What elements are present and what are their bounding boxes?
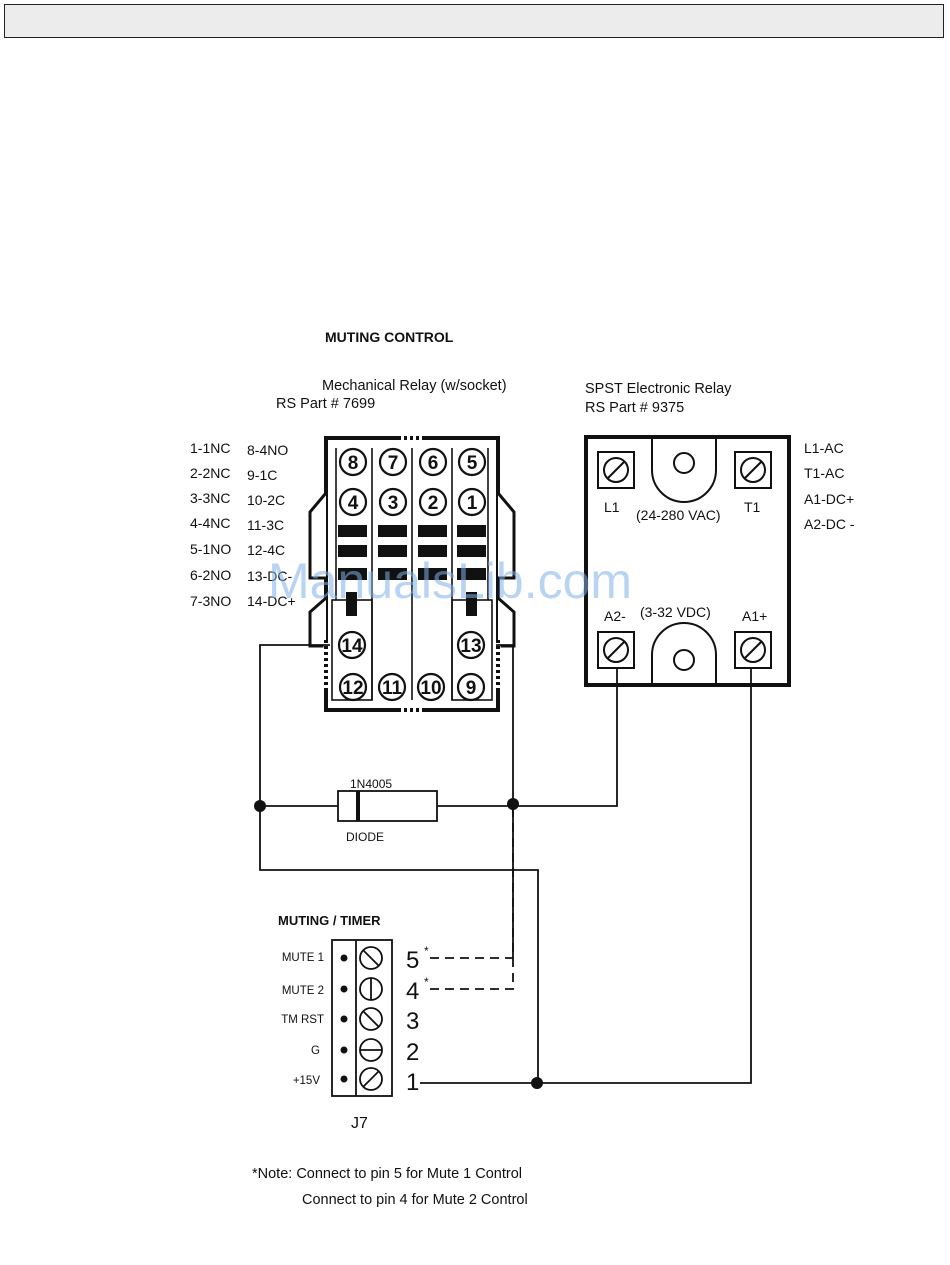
relay-pin-label: 4: [348, 493, 359, 514]
relay-pin-label: 5: [467, 453, 478, 474]
relay-pin-label: 12: [342, 678, 363, 699]
relay-pin-label: 7: [388, 453, 399, 474]
ssr-l1-label: L1: [604, 499, 620, 515]
relay-pin-label: 14: [341, 636, 363, 657]
ssr-legend: L1-AC T1-AC A1-DC+ A2-DC -: [804, 440, 855, 532]
j7-numbers: 5 4 3 2 1: [406, 947, 419, 1096]
ssr-legend-item: A2-DC -: [804, 516, 855, 532]
note-line-2: Connect to pin 4 for Mute 2 Control: [302, 1192, 528, 1208]
ssr-ac-range: (24-280 VAC): [636, 507, 721, 523]
relay-pin-label: 2: [428, 493, 439, 514]
j7-terminal-block: [331, 939, 393, 1097]
mechanical-relay-socket: [308, 435, 516, 713]
legend-item: 12-4C: [247, 542, 285, 558]
legend-item: 10-2C: [247, 492, 285, 508]
j7-star: *: [424, 975, 429, 989]
ssr-legend-item: L1-AC: [804, 440, 844, 456]
wire-junctions: [254, 798, 543, 1089]
mech-relay-part: RS Part # 7699: [276, 396, 375, 412]
relay-pin-label: 13: [460, 636, 481, 657]
wiring: [259, 644, 752, 1084]
j7-terminal-label: MUTE 2: [282, 985, 324, 997]
legend-item: 4-4NC: [190, 515, 230, 531]
j7-terminal-number: 5: [406, 947, 419, 974]
pin-legend-left: 1-1NC 2-2NC 3-3NC 4-4NC 5-1NO 6-2NO 7-3N…: [190, 440, 231, 609]
j7-terminal-label: MUTE 1: [282, 952, 324, 964]
j7-star: *: [424, 944, 429, 958]
legend-item: 14-DC+: [247, 593, 296, 609]
legend-item: 5-1NO: [190, 541, 231, 557]
legend-item: 6-2NO: [190, 567, 231, 583]
ssr-part: RS Part # 9375: [585, 400, 684, 416]
relay-pin-label: 9: [466, 678, 477, 699]
ssr-name: SPST Electronic Relay: [585, 381, 732, 397]
relay-contacts: [338, 525, 486, 616]
ssr-legend-item: A1-DC+: [804, 491, 854, 507]
legend-item: 3-3NC: [190, 490, 230, 506]
j7-terminal-number: 1: [406, 1069, 419, 1096]
j7-terminal-label: TM RST: [281, 1014, 324, 1026]
legend-item: 9-1C: [247, 467, 277, 483]
j7-terminal-number: 4: [406, 978, 419, 1005]
ssr-dc-range: (3-32 VDC): [640, 604, 711, 620]
relay-pin-label: 10: [420, 678, 441, 699]
relay-pin-labels: 8 7 6 5 4 3 2 1 14 13 12 11 10 9: [341, 453, 481, 699]
diagram-title: MUTING CONTROL: [325, 329, 454, 345]
relay-pin-label: 8: [348, 453, 359, 474]
j7-dots: [340, 954, 348, 1083]
ssr-t1-label: T1: [744, 499, 761, 515]
legend-item: 11-3C: [247, 517, 284, 533]
j7-labels: MUTE 1 MUTE 2 TM RST G +15V: [281, 952, 324, 1087]
relay-pin-label: 6: [428, 453, 439, 474]
legend-item: 7-3NO: [190, 593, 231, 609]
relay-pin-label: 1: [467, 493, 478, 514]
legend-item: 2-2NC: [190, 465, 230, 481]
note-line-1: *Note: Connect to pin 5 for Mute 1 Contr…: [252, 1166, 522, 1182]
j7-terminal-number: 3: [406, 1008, 419, 1035]
relay-pin-label: 3: [388, 493, 399, 514]
spst-electronic-relay: [584, 435, 791, 687]
legend-item: 13-DC-: [247, 568, 292, 584]
diode-part: 1N4005: [350, 777, 392, 791]
diode-label: DIODE: [346, 830, 384, 844]
watermark: ManualsLib.com: [268, 553, 632, 609]
j7-title: MUTING / TIMER: [278, 913, 381, 928]
header-bar: [4, 4, 944, 38]
pin-legend-right: 8-4NO 9-1C 10-2C 11-3C 12-4C 13-DC- 14-D…: [247, 442, 296, 609]
diode: [337, 790, 438, 822]
j7-terminal-number: 2: [406, 1039, 419, 1066]
legend-item: 1-1NC: [190, 440, 230, 456]
ssr-a2-label: A2-: [604, 608, 626, 624]
j7-terminal-label: +15V: [293, 1075, 321, 1087]
ssr-a1-label: A1+: [742, 608, 767, 624]
ssr-legend-item: T1-AC: [804, 465, 844, 481]
legend-item: 8-4NO: [247, 442, 288, 458]
relay-pin-label: 11: [382, 678, 403, 699]
mech-relay-name: Mechanical Relay (w/socket): [322, 378, 507, 394]
j7-terminal-label: G: [311, 1045, 320, 1057]
j7-connector-label: J7: [351, 1115, 368, 1132]
relay-pin-circles: [337, 447, 487, 702]
